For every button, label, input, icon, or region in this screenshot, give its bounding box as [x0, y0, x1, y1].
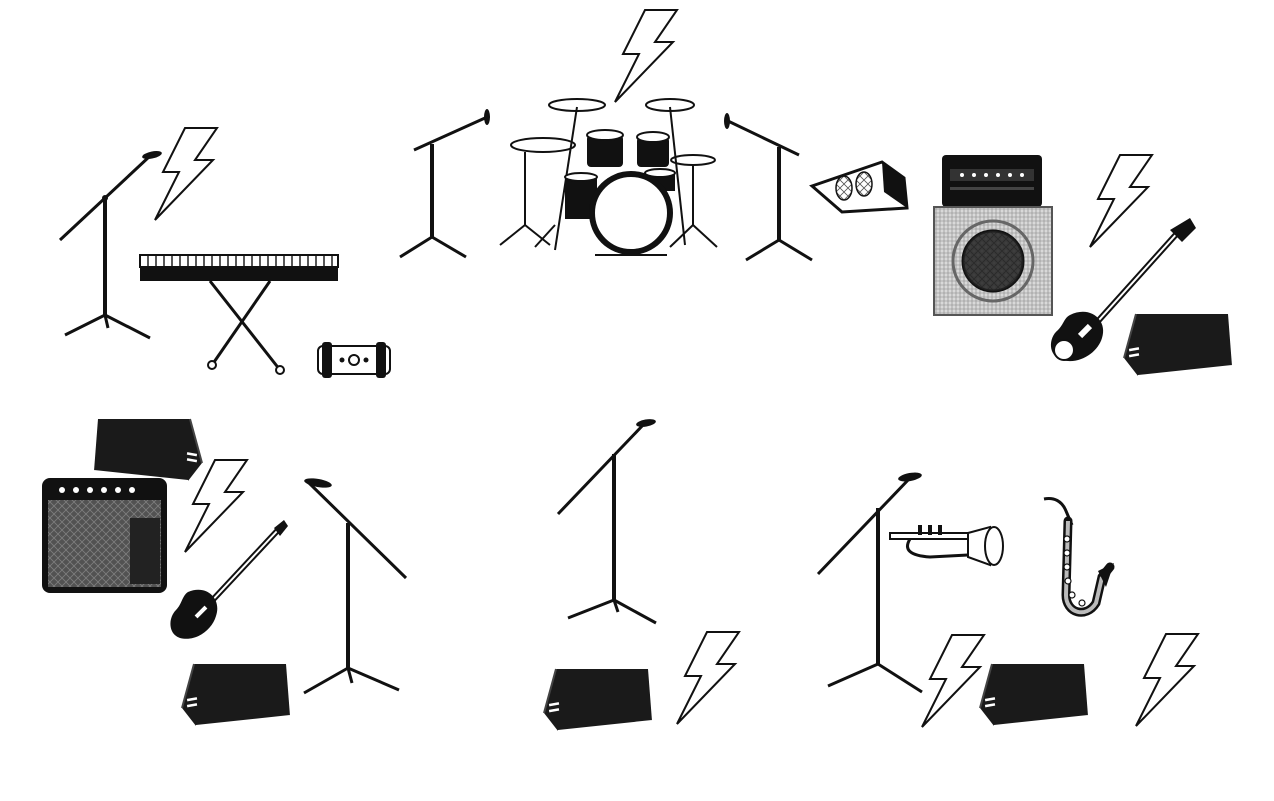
guitar-cabinet-icon — [934, 207, 1052, 315]
floor-wedge-monitor-icon — [94, 419, 202, 481]
microphone-stand-icon — [724, 113, 812, 260]
microphone-stand-icon — [558, 418, 656, 623]
power-outlet-icon — [922, 635, 984, 727]
floor-wedge-monitor-icon — [980, 664, 1088, 726]
microphone-stand-icon — [818, 471, 923, 692]
floor-wedge-monitor-icon — [812, 162, 907, 212]
power-outlet-icon — [155, 128, 217, 220]
power-outlet-icon — [185, 460, 247, 552]
floor-wedge-monitor-icon — [182, 664, 290, 726]
power-outlet-icon — [615, 10, 677, 102]
microphone-stand-icon — [60, 149, 163, 338]
guitar-combo-amp-icon — [42, 478, 167, 593]
drum-kit-icon — [500, 99, 717, 255]
saxophone-icon — [1044, 499, 1114, 613]
power-outlet-icon — [677, 632, 739, 724]
guitar-amp-head-icon — [942, 155, 1042, 207]
trumpet-icon — [890, 525, 1003, 565]
floor-wedge-monitor-icon — [1124, 314, 1232, 376]
microphone-stand-icon — [304, 477, 406, 693]
di-box-icon — [318, 342, 390, 378]
keyboard-icon — [140, 255, 338, 374]
electric-guitar-icon — [170, 520, 288, 639]
power-outlet-icon — [1136, 634, 1198, 726]
power-outlet-icon — [1090, 155, 1152, 247]
floor-wedge-monitor-icon — [544, 669, 652, 731]
microphone-stand-icon — [400, 109, 490, 257]
